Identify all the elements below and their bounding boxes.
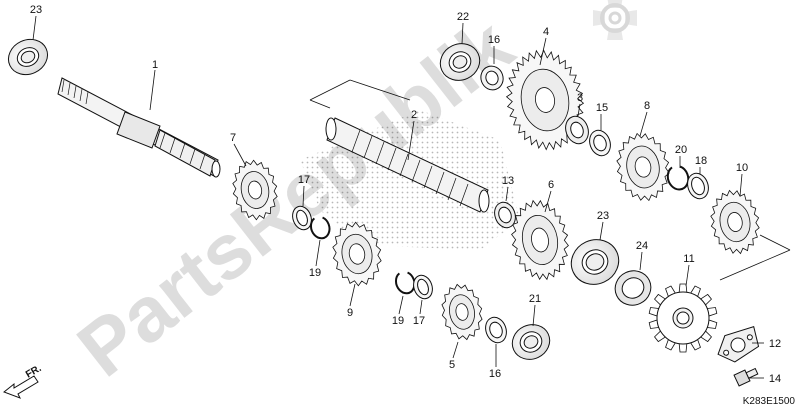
oil-seal-24 bbox=[614, 270, 652, 306]
callout-19-b: 19 bbox=[392, 315, 404, 327]
callout-7: 7 bbox=[230, 132, 236, 144]
circlip-20 bbox=[666, 165, 690, 191]
callout-14: 14 bbox=[769, 373, 781, 385]
callout-17-b: 17 bbox=[413, 315, 425, 327]
callout-11: 11 bbox=[683, 253, 694, 265]
callout-21: 21 bbox=[529, 293, 541, 305]
callouts: 23 1 7 2 22 16 4 3 15 8 20 18 10 13 6 23… bbox=[30, 4, 781, 385]
bearing-22 bbox=[439, 43, 481, 81]
group-brackets bbox=[309, 79, 791, 281]
direction-label: FR. bbox=[24, 363, 44, 381]
callout-6: 6 bbox=[548, 179, 554, 191]
washer-17-a bbox=[292, 205, 312, 231]
callout-23-right: 23 bbox=[597, 210, 609, 222]
washer-17-b bbox=[413, 274, 433, 300]
gear-7 bbox=[232, 159, 278, 221]
callout-8: 8 bbox=[644, 100, 650, 112]
callout-2: 2 bbox=[411, 109, 417, 121]
callout-4: 4 bbox=[543, 26, 549, 38]
sprocket-11 bbox=[648, 283, 718, 353]
bearing-23-right bbox=[570, 239, 620, 285]
callout-20: 20 bbox=[675, 144, 687, 156]
bearing-23-left bbox=[8, 38, 48, 76]
callout-16-top: 16 bbox=[488, 34, 500, 46]
callout-19-a: 19 bbox=[309, 267, 321, 279]
callout-9: 9 bbox=[347, 307, 353, 319]
callout-10: 10 bbox=[736, 162, 748, 174]
callout-18: 18 bbox=[695, 155, 707, 167]
callout-23-left: 23 bbox=[30, 4, 42, 16]
callout-12: 12 bbox=[769, 338, 781, 350]
collar-3 bbox=[565, 115, 589, 145]
callout-16-bottom: 16 bbox=[489, 368, 501, 380]
gear-8 bbox=[616, 132, 670, 202]
washer-16-top bbox=[480, 65, 504, 91]
callout-5: 5 bbox=[449, 359, 455, 371]
washer-16-bottom bbox=[485, 316, 507, 344]
gear-5 bbox=[441, 283, 483, 341]
leader-lines bbox=[32, 15, 764, 379]
plate-12 bbox=[717, 326, 760, 363]
washer-18 bbox=[687, 172, 709, 200]
callout-22: 22 bbox=[457, 11, 469, 23]
bearing-21 bbox=[511, 324, 551, 360]
gear-9 bbox=[332, 221, 382, 287]
washer-15 bbox=[589, 129, 611, 157]
callout-17-a: 17 bbox=[298, 174, 310, 186]
callout-1: 1 bbox=[152, 59, 158, 71]
collar-13 bbox=[494, 201, 516, 229]
gear-icon bbox=[593, 0, 637, 40]
countershaft-2 bbox=[325, 117, 490, 213]
gears-group bbox=[232, 49, 760, 341]
gear-10 bbox=[710, 189, 760, 255]
callout-24: 24 bbox=[636, 240, 648, 252]
circlip-19-a bbox=[310, 216, 331, 240]
arrow-icon: FR. bbox=[3, 363, 44, 399]
mainshaft-1 bbox=[57, 77, 221, 178]
gear-4 bbox=[505, 49, 585, 151]
bolt-14 bbox=[733, 367, 759, 387]
callout-15: 15 bbox=[596, 102, 608, 114]
callout-3: 3 bbox=[577, 92, 583, 104]
circlip-19-b bbox=[395, 271, 416, 295]
gear-6 bbox=[511, 199, 569, 281]
callout-13: 13 bbox=[502, 175, 514, 187]
diagram-code: K283E1500 bbox=[743, 396, 796, 407]
